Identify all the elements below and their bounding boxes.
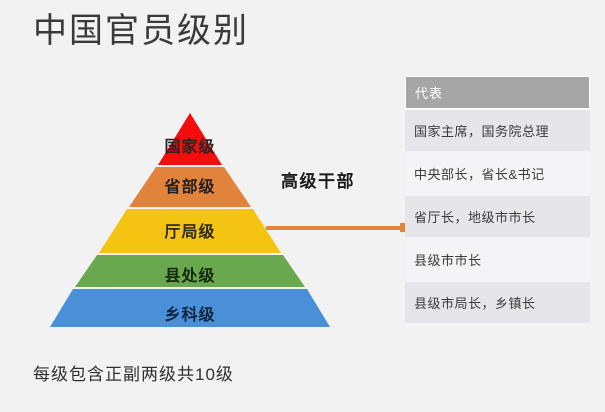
footnote-text: 每级包含正副两级共10级 (33, 365, 234, 384)
table-row[interactable]: 中央部长，省长&书记 (405, 153, 590, 196)
pyramid-level-3-shape[interactable] (99, 209, 281, 253)
table-row[interactable]: 省厅长，地级市市长 (405, 196, 590, 239)
senior-cadre-label: 高级干部 (281, 172, 355, 191)
table-row[interactable]: 国家主席，国务院总理 (405, 110, 590, 153)
representatives-table: 代表 国家主席，国务院总理 中央部长，省长&书记 省厅长，地级市市长 县级市市长… (405, 76, 590, 325)
table-row[interactable]: 县级市局长，乡镇长 (405, 282, 590, 325)
pyramid-level-4-shape[interactable] (75, 255, 305, 287)
pyramid-svg (50, 113, 330, 327)
pyramid-level-2-shape[interactable] (129, 167, 251, 207)
connector-line (266, 226, 406, 230)
pyramid-diagram: 国家级 省部级 厅局级 县处级 乡科级 (40, 105, 340, 335)
page-title: 中国官员级别 (33, 12, 249, 50)
table-row[interactable]: 县级市市长 (405, 239, 590, 282)
table-header-representative: 代表 (405, 76, 590, 110)
pyramid-level-1-shape[interactable] (158, 113, 222, 165)
pyramid-level-5-shape[interactable] (50, 289, 330, 327)
connector-endpoint-marker (400, 223, 407, 232)
